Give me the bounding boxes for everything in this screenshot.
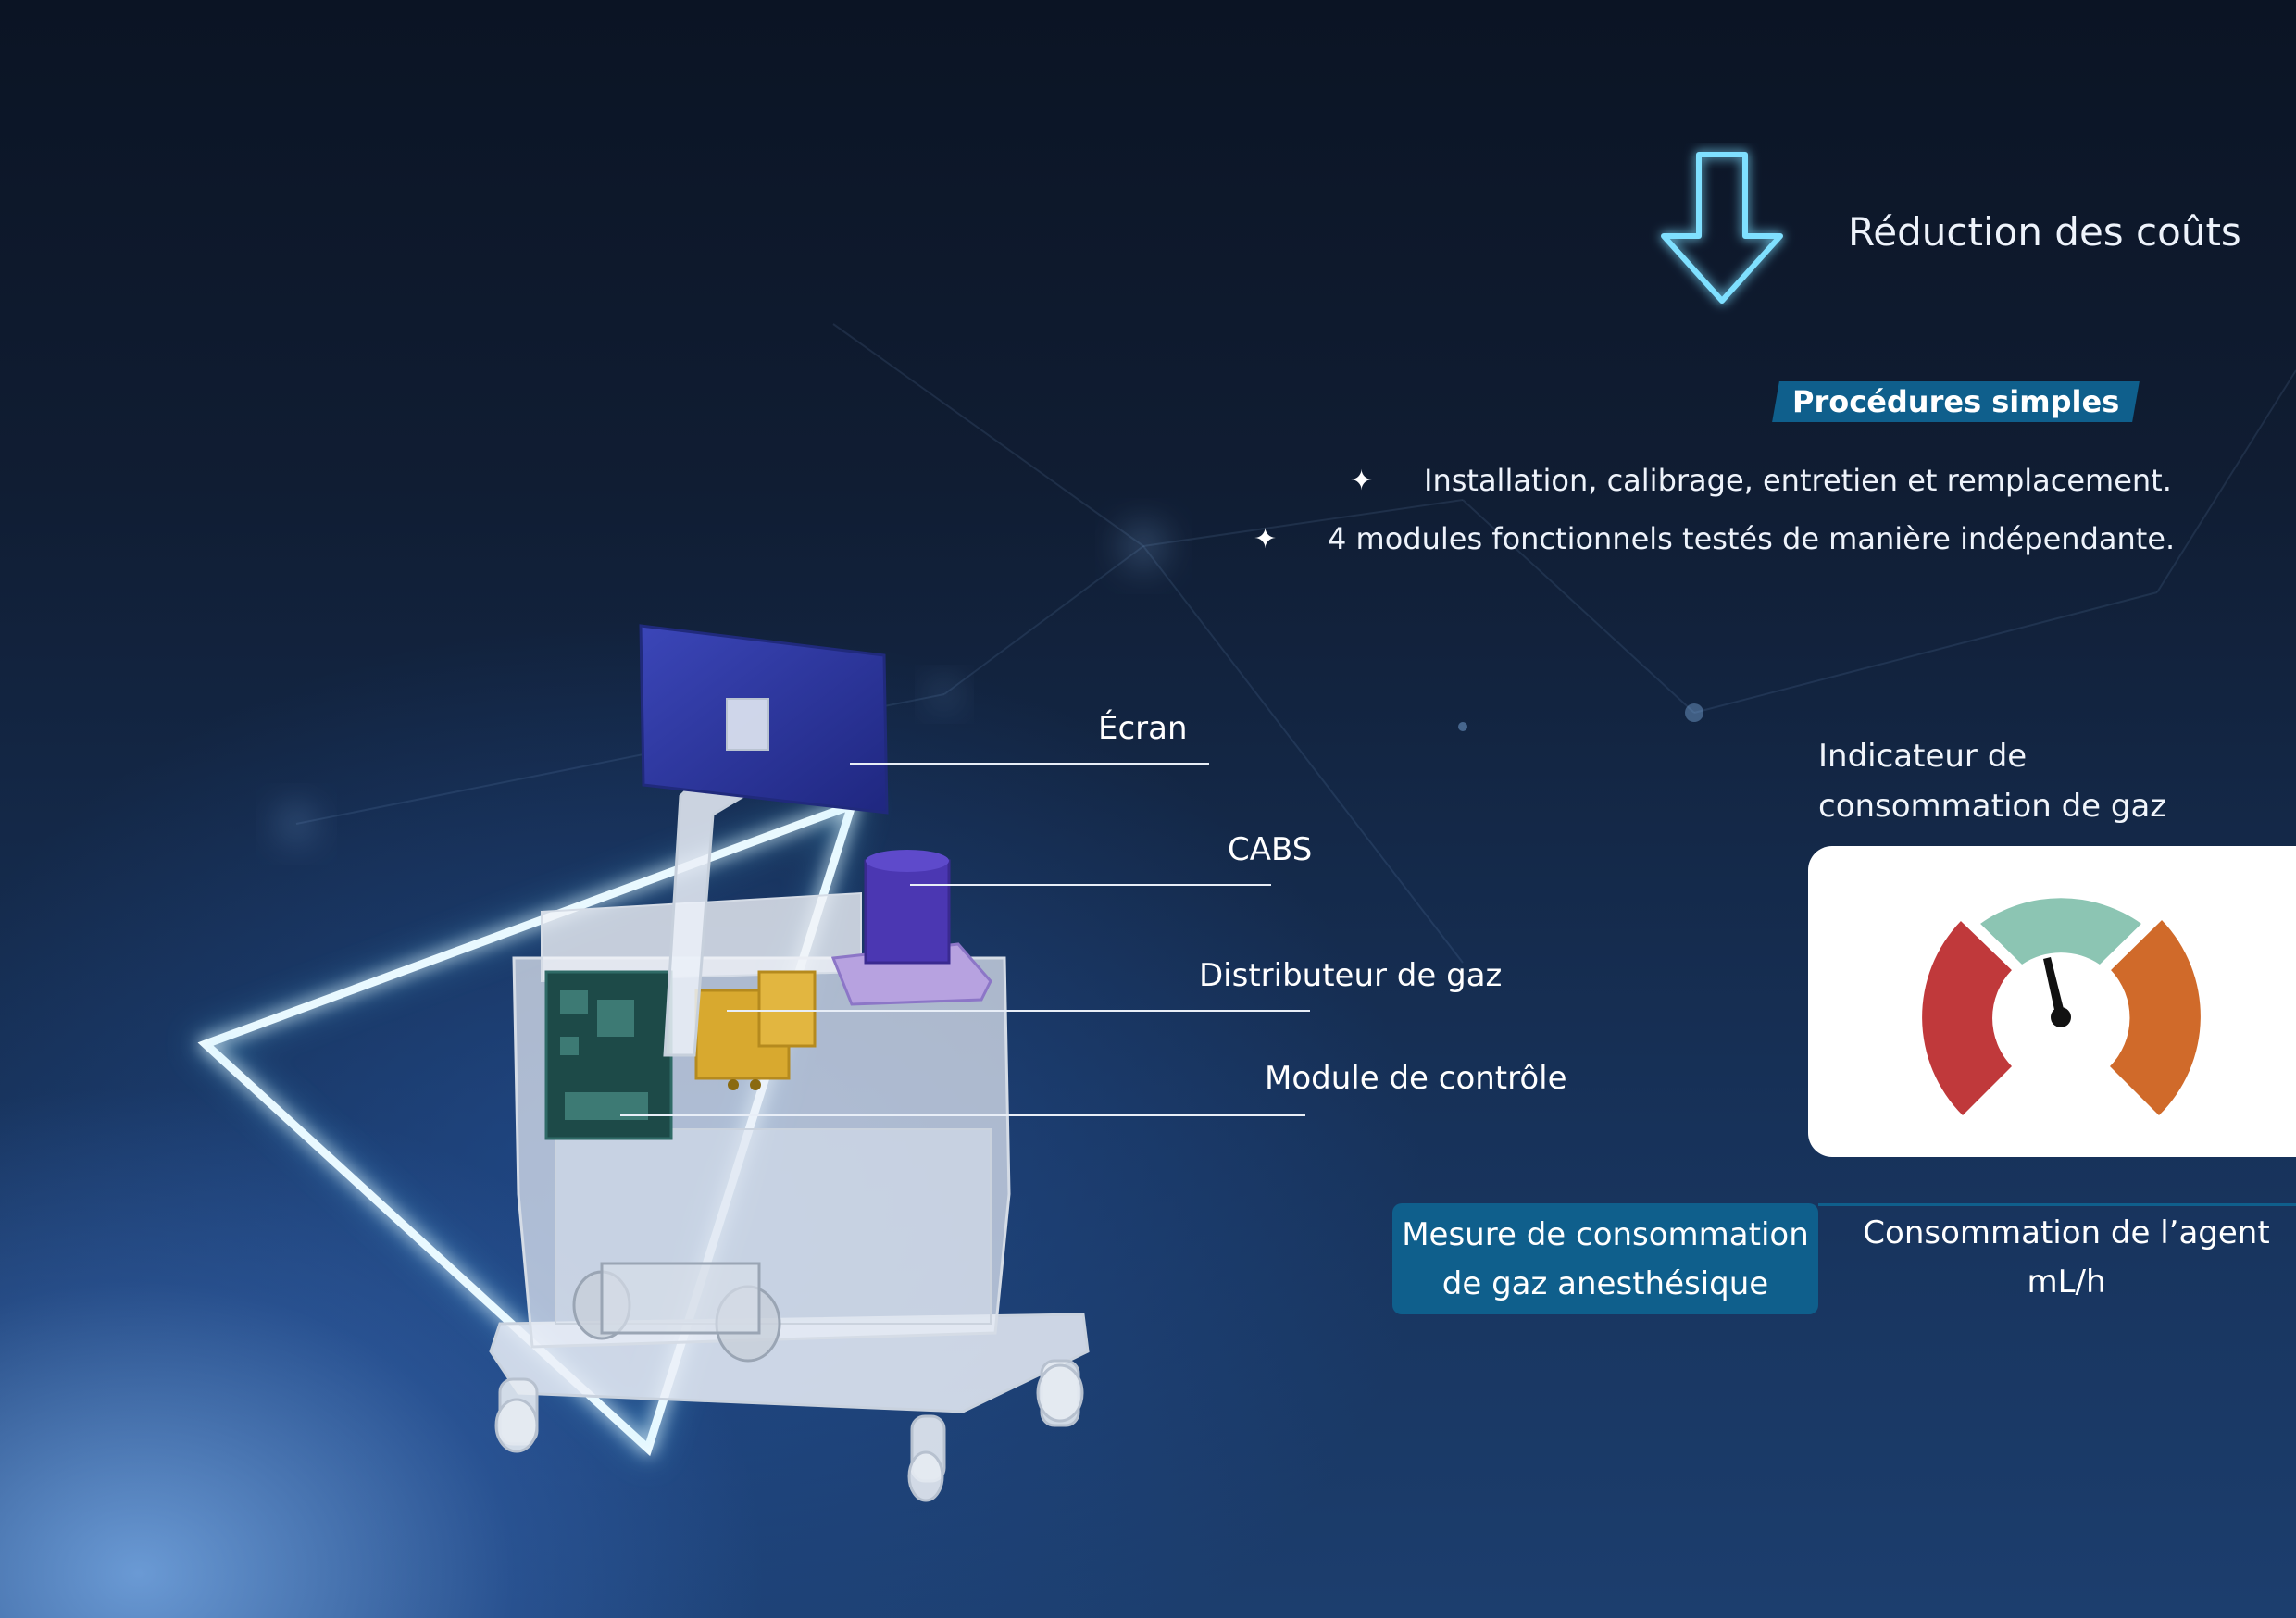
measure-label-line: Mesure de consommation — [1402, 1216, 1809, 1253]
page-title: Réduction des coûts — [1848, 209, 2241, 255]
procedures-badge: Procédures simples — [1772, 381, 2140, 422]
measure-value: Consommation de l’agent mL/h — [1837, 1209, 2296, 1307]
measure-value-line: Consommation de l’agent — [1863, 1214, 2270, 1251]
measure-unit: mL/h — [2027, 1263, 2106, 1301]
measure-label: Mesure de consommation de gaz anesthésiq… — [1392, 1203, 1818, 1309]
leader-line — [850, 763, 1209, 765]
leader-line — [620, 1114, 1305, 1116]
gas-gauge — [1922, 898, 2201, 1115]
callout-gas-distributor: Distributeur de gaz — [1199, 957, 1503, 994]
gauge-title-line: consommation de gaz — [1818, 788, 2167, 825]
gauge-red-zone — [1922, 921, 2012, 1115]
gauge-card — [1808, 846, 2296, 1157]
leader-line — [910, 884, 1271, 886]
callout-control-module: Module de contrôle — [1265, 1060, 1567, 1097]
bullet-item: Installation, calibrage, entretien et re… — [1424, 463, 2172, 498]
gauge-pivot — [2051, 1007, 2071, 1027]
procedures-badge-label: Procédures simples — [1792, 384, 2120, 419]
measure-divider — [1818, 1203, 2296, 1206]
leader-line — [727, 1010, 1310, 1012]
callout-screen: Écran — [1098, 710, 1188, 747]
sparkle-icon: ✦ — [1350, 465, 1374, 497]
gauge-orange-zone — [2110, 920, 2201, 1115]
gauge-green-zone — [1980, 898, 2141, 965]
gauge-needle — [2043, 957, 2065, 1018]
down-arrow-icon — [1661, 152, 1783, 304]
gauge-title: Indicateur de consommation de gaz — [1818, 731, 2166, 831]
measure-label-box: Mesure de consommation de gaz anesthésiq… — [1392, 1203, 1818, 1314]
network-nodes — [276, 522, 1703, 844]
gauge-title-line: Indicateur de — [1818, 738, 2028, 775]
sparkle-icon: ✦ — [1254, 523, 1278, 555]
anesthesia-machine — [489, 624, 1090, 1502]
callout-cabs: CABS — [1228, 831, 1313, 868]
network-lines — [295, 323, 2296, 964]
measure-label-line: de gaz anesthésique — [1441, 1265, 1769, 1302]
bullet-item: 4 modules fonctionnels testés de manière… — [1328, 521, 2176, 556]
